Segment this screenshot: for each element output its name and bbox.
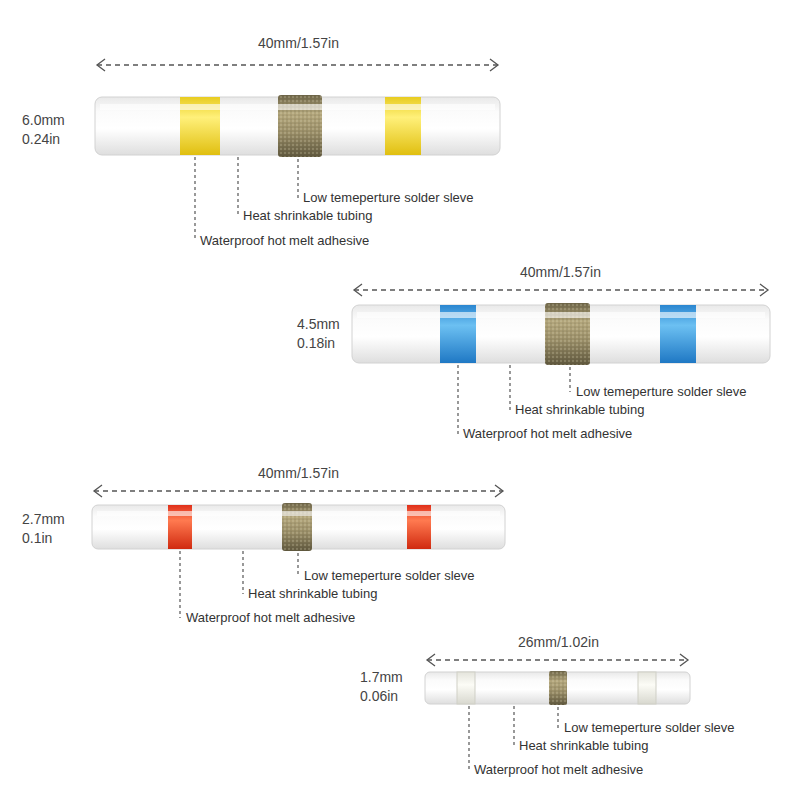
part-callout: Low temeperture solder sleve: [304, 568, 475, 584]
length-dimension: 40mm/1.57in: [258, 465, 339, 481]
part-callout: Heat shrinkable tubing: [519, 738, 648, 754]
part-callout: Heat shrinkable tubing: [515, 402, 644, 418]
part-callout: Waterproof hot melt adhesive: [186, 610, 355, 626]
part-callout: Waterproof hot melt adhesive: [463, 426, 632, 442]
diameter-dimension: 1.7mm: [360, 669, 403, 685]
part-callout: Heat shrinkable tubing: [248, 586, 377, 602]
part-callout: Low temeperture solder sleve: [303, 190, 474, 206]
part-callout: Waterproof hot melt adhesive: [474, 762, 643, 778]
length-dimension: 40mm/1.57in: [520, 264, 601, 280]
diameter-dimension: 0.18in: [297, 335, 335, 351]
diameter-dimension: 6.0mm: [22, 112, 65, 128]
part-callout: Low temeperture solder sleve: [564, 720, 735, 736]
part-callout: Heat shrinkable tubing: [243, 208, 372, 224]
diameter-dimension: 0.24in: [22, 131, 60, 147]
diameter-dimension: 4.5mm: [297, 316, 340, 332]
diameter-dimension: 0.06in: [360, 688, 398, 704]
part-callout: Waterproof hot melt adhesive: [200, 233, 369, 249]
length-dimension: 40mm/1.57in: [258, 35, 339, 51]
part-callout: Low temeperture solder sleve: [576, 384, 747, 400]
diameter-dimension: 0.1in: [22, 530, 52, 546]
diameter-dimension: 2.7mm: [22, 511, 65, 527]
length-dimension: 26mm/1.02in: [518, 634, 599, 650]
